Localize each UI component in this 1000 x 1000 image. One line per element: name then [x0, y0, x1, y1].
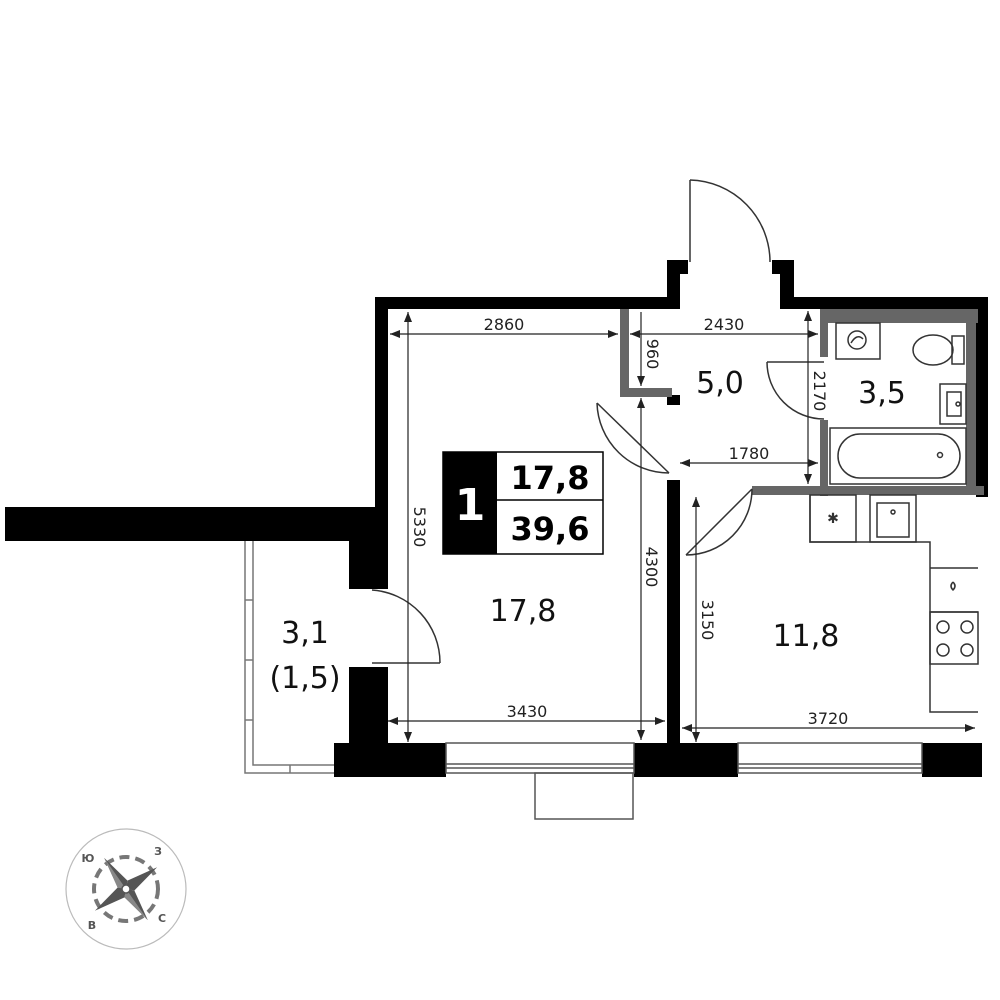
wall-bottom-mid	[634, 743, 738, 777]
partition-bath-left	[820, 309, 828, 357]
wall-partition-living-kitchen	[667, 480, 680, 777]
room-area-loggia: 3,1	[281, 616, 329, 651]
wall-entry-left-stub	[680, 260, 688, 274]
dim-hall-right: 2170	[810, 371, 829, 412]
wall-right	[976, 297, 988, 497]
compass-west-label: З	[154, 845, 162, 858]
room-area-living: 17,8	[490, 594, 557, 629]
fridge-icon: ✱	[827, 511, 839, 527]
stove	[929, 611, 979, 665]
wall-entry-right	[780, 260, 794, 309]
dim-living-bottom: 3430	[507, 702, 548, 721]
partition-bath-bottom	[752, 486, 984, 495]
room-area-kitchen: 11,8	[773, 619, 840, 654]
window-bay	[534, 772, 634, 820]
bathroom-sink	[939, 383, 967, 425]
fixtures	[809, 322, 979, 713]
compass-rose-icon	[94, 857, 158, 921]
wall-top-left	[375, 297, 680, 309]
compass-east-label: В	[88, 919, 96, 932]
rooms-count-box	[443, 452, 497, 554]
wall-bottom-left	[334, 743, 446, 777]
partition-hall-left	[620, 309, 629, 397]
room-area-hall: 5,0	[696, 366, 744, 401]
dim-kitchen-bottom: 3720	[808, 709, 849, 728]
dim-hall-top: 2430	[704, 315, 745, 334]
kitchen-sink	[869, 494, 917, 543]
room-area-bathroom: 3,5	[858, 376, 906, 411]
room-area-loggia-reduced: (1,5)	[269, 661, 340, 696]
toilet	[912, 334, 965, 366]
partition-bath-right	[966, 309, 976, 495]
wall-hall-stub	[667, 395, 680, 405]
wall-balcony-slab	[5, 507, 377, 541]
window-kitchen	[737, 742, 923, 774]
wall-bottom-right	[922, 743, 982, 777]
windows	[445, 742, 923, 820]
kitchen-counter	[809, 494, 979, 713]
bathtub	[829, 427, 967, 485]
wall-entry-right-stub	[772, 260, 780, 274]
rooms-count: 1	[455, 480, 486, 531]
inner-partitions	[620, 309, 984, 496]
dim-hall-bottom: 1780	[729, 444, 770, 463]
wall-top-right	[780, 297, 988, 309]
dim-hall-left: 960	[643, 339, 662, 370]
dim-living-top: 2860	[484, 315, 525, 334]
partition-bath-left-lower	[820, 420, 828, 496]
wall-entry-left	[667, 260, 680, 309]
partition-bath-inner	[828, 309, 978, 323]
walls	[5, 260, 988, 777]
area-badge: 1 17,8 39,6	[442, 451, 604, 555]
compass: Ю З В С	[65, 828, 187, 950]
dim-living-height: 5330	[410, 507, 429, 548]
total-area-value: 39,6	[511, 510, 590, 548]
doors	[371, 179, 825, 664]
living-area-value: 17,8	[511, 459, 590, 497]
compass-north-label: С	[158, 912, 166, 925]
loggia-frame	[244, 541, 334, 774]
partition-hall-left-bottom	[620, 388, 672, 397]
compass-south-label: Ю	[82, 852, 95, 865]
dim-living-right: 4300	[642, 547, 661, 588]
fridge	[809, 494, 857, 543]
washing-machine	[835, 322, 881, 360]
dimension-arrows	[388, 311, 975, 742]
dim-kitchen-left: 3150	[698, 600, 717, 641]
dimension-lines	[388, 311, 975, 742]
